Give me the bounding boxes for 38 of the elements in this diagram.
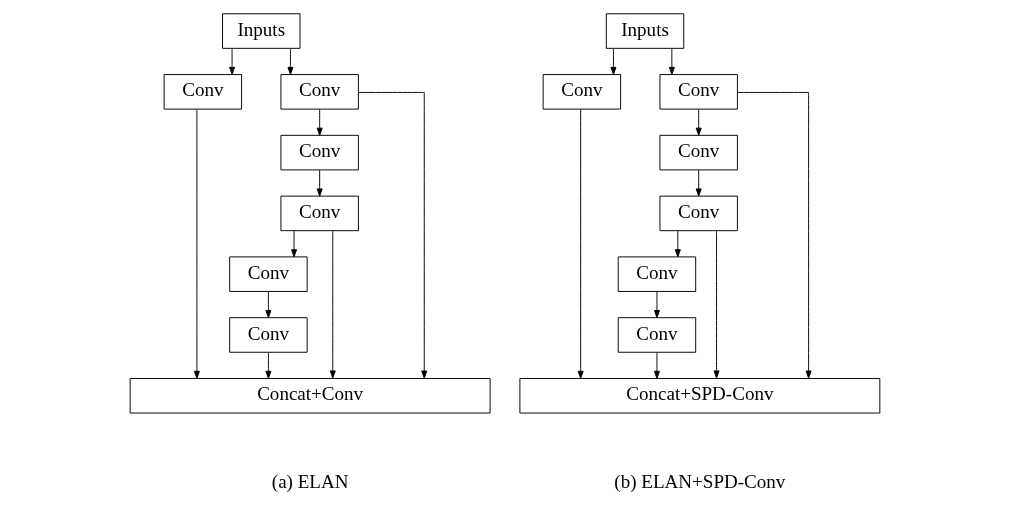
arrow [290, 230, 297, 257]
arrow [674, 230, 681, 257]
arrow [695, 108, 702, 136]
node-box: Conv [279, 195, 359, 231]
arrow [357, 91, 427, 379]
arrow [610, 47, 616, 75]
node-box: Concat+Conv [129, 377, 491, 413]
arrow [736, 91, 812, 379]
node-box: Conv [658, 73, 738, 110]
arrow [577, 108, 584, 379]
arrow [264, 290, 271, 318]
node-box: Conv [279, 73, 359, 110]
arrow [287, 47, 293, 75]
arrow [653, 290, 660, 318]
node-box: Inputs [605, 12, 684, 49]
node-box: Conv [617, 255, 696, 292]
node-box: Conv [279, 134, 359, 170]
arrow [316, 108, 323, 136]
node-box: Conv [658, 195, 738, 231]
arrow [695, 169, 702, 197]
arrow [329, 229, 336, 379]
label: (a) ELAN [271, 470, 348, 492]
node-box: Conv [228, 316, 308, 353]
label: (b) ELAN+SPD-Conv [613, 470, 785, 492]
arrow [668, 47, 675, 75]
arrow [713, 229, 720, 379]
node-box: Conv [617, 316, 696, 353]
arrow [653, 351, 660, 379]
arrow [228, 47, 235, 75]
node-box: Concat+SPD-Conv [518, 377, 880, 413]
arrow [264, 351, 271, 379]
arrow [316, 169, 323, 197]
node-box: Inputs [221, 12, 300, 49]
node-box: Conv [542, 73, 621, 110]
node-box: Conv [228, 255, 308, 292]
node-box: Conv [163, 73, 242, 110]
node-box: Conv [658, 134, 738, 170]
arrow [193, 108, 200, 379]
